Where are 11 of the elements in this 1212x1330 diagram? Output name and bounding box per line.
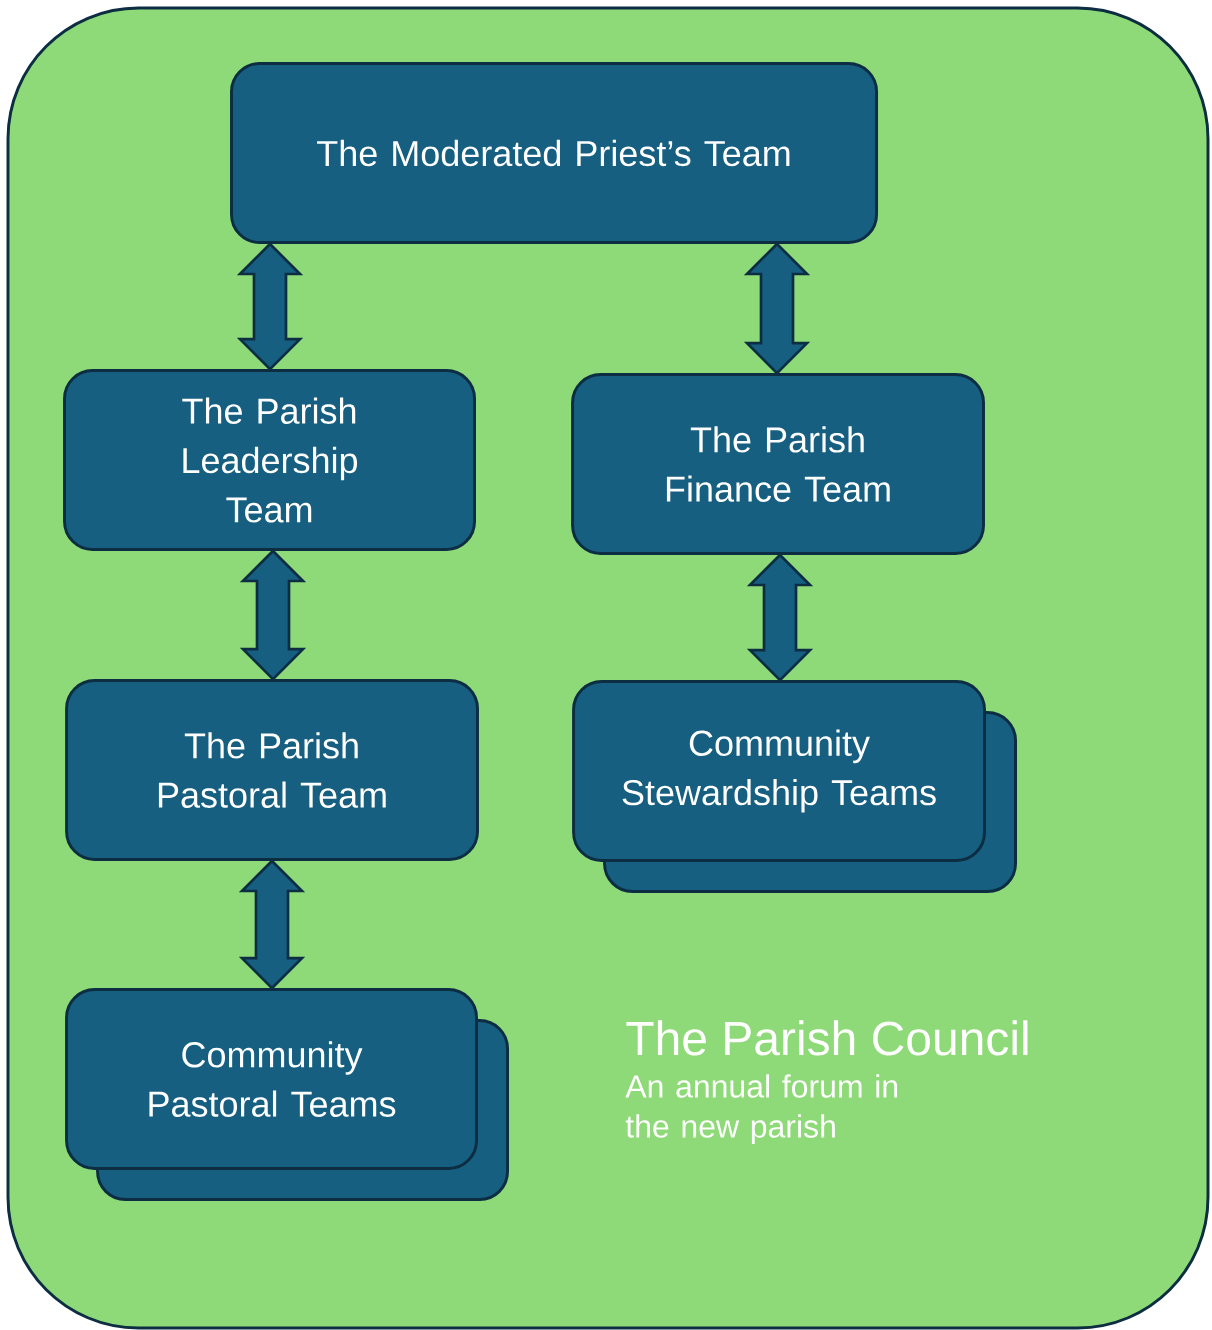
stacked-team-box: Community Stewardship Teams bbox=[572, 680, 1017, 893]
team-box: The Parish Finance Team bbox=[571, 373, 985, 555]
double-arrow bbox=[238, 859, 306, 990]
double-arrow bbox=[746, 553, 814, 682]
double-arrow bbox=[239, 549, 307, 681]
team-box: The Parish Pastoral Team bbox=[65, 679, 479, 861]
team-box: The Moderated Priest’s Team bbox=[230, 62, 879, 244]
stacked-team-box: Community Pastoral Teams bbox=[65, 988, 509, 1201]
team-box: The Parish Leadership Team bbox=[63, 369, 476, 551]
double-arrow bbox=[236, 242, 304, 371]
double-arrow bbox=[743, 242, 811, 375]
